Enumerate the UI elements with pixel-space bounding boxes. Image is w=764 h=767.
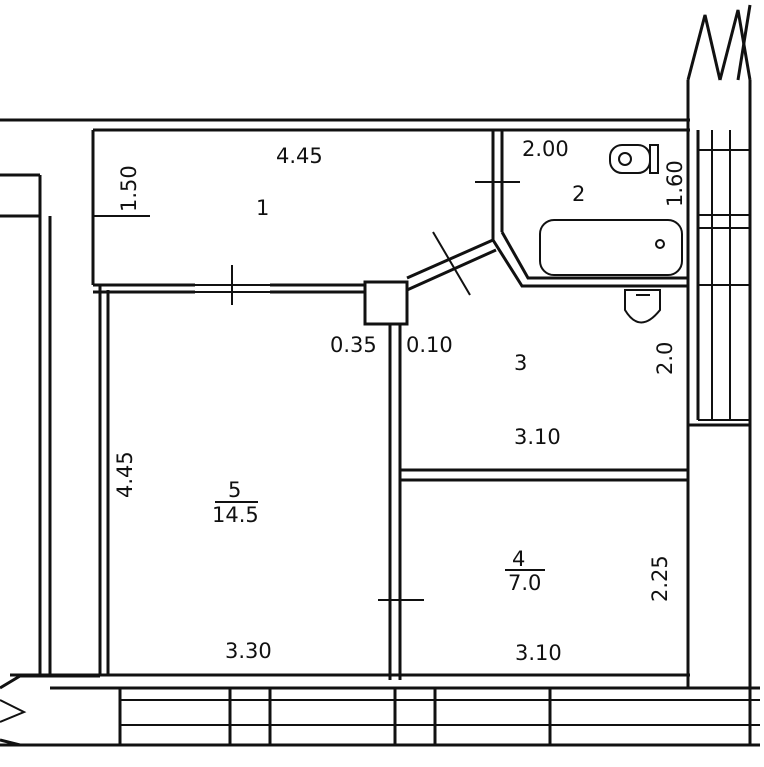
- dim-room3-width: 3.10: [514, 425, 561, 449]
- dim-wall-thickness: 0.10: [406, 333, 453, 357]
- room-5-area: 14.5: [212, 503, 259, 527]
- dim-room4-depth: 2.25: [648, 555, 672, 602]
- room-4-area: 7.0: [508, 571, 541, 595]
- dim-hall-width: 4.45: [276, 144, 323, 168]
- room-4-number: 4: [512, 547, 525, 571]
- dim-room4-width: 3.10: [515, 641, 562, 665]
- dim-column-size: 0.35: [330, 333, 377, 357]
- room-labels: 1 2 3 4 7.0 5 14.5: [212, 182, 585, 595]
- dimension-labels: 4.45 1.50 2.00 1.60 2.0 3.10 2.25 3.10 4…: [113, 137, 687, 665]
- outer-walls: [0, 4, 760, 747]
- room-5-number: 5: [228, 478, 241, 502]
- dim-room5-width: 3.30: [225, 639, 272, 663]
- dim-room3-depth: 2.0: [653, 342, 677, 375]
- room-1-number: 1: [256, 196, 269, 220]
- dim-room5-depth: 4.45: [113, 451, 137, 498]
- room-2-number: 2: [572, 182, 585, 206]
- dim-bath-width: 2.00: [522, 137, 569, 161]
- dim-hall-depth: 1.50: [117, 165, 141, 212]
- dim-bath-depth: 1.60: [663, 160, 687, 207]
- interior-walls: [93, 130, 688, 680]
- room-3-number: 3: [514, 351, 527, 375]
